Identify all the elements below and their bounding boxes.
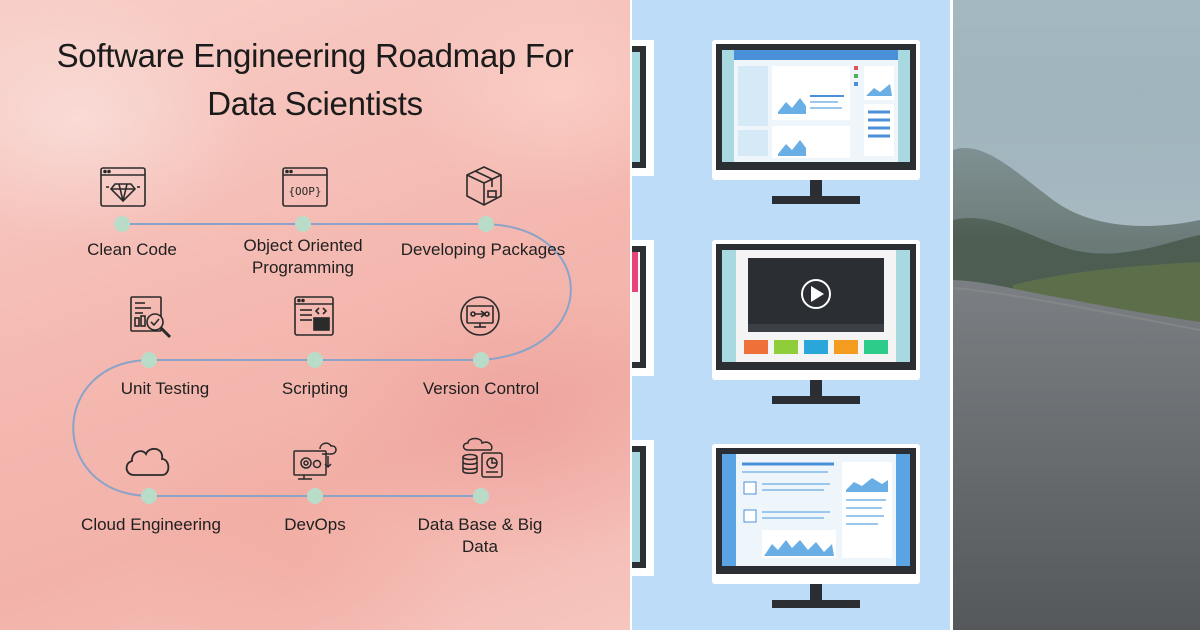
node-dot	[307, 488, 323, 504]
roadmap-panel: Software Engineering Roadmap For Data Sc…	[0, 0, 630, 630]
node-label-developing-packages: Developing Packages	[400, 240, 566, 259]
diamond-window-icon	[98, 165, 148, 211]
node-dot	[473, 488, 489, 504]
node-label-database-big-data: Data Base & Big Data	[417, 515, 543, 556]
node-dot	[295, 216, 311, 232]
path-curve-right	[480, 223, 572, 361]
database-tablet-icon	[458, 433, 508, 479]
roadmap-title-line-2: Data Scientists	[207, 85, 423, 122]
cropped-monitor	[632, 440, 654, 576]
package-box-icon	[459, 163, 509, 209]
monitor-video-player	[712, 240, 920, 404]
roadmap-path	[72, 216, 572, 504]
node-label-oop: Object Oriented Programming	[243, 236, 363, 277]
panel-divider	[950, 0, 953, 630]
script-window-icon	[290, 294, 340, 340]
roadmap-title-line-1: Software Engineering Roadmap For	[56, 37, 574, 74]
node-label-unit-testing: Unit Testing	[120, 379, 210, 398]
monitors-graphic	[632, 40, 920, 608]
node-dot	[114, 216, 130, 232]
play-icon	[811, 286, 824, 302]
node-label-clean-code: Clean Code	[87, 240, 177, 259]
version-control-monitor-icon	[455, 294, 505, 340]
monitors-illustration	[632, 0, 950, 630]
svg-text:{OOP}: {OOP}	[288, 185, 321, 198]
devops-gears-icon	[290, 437, 340, 483]
oop-window-icon: {OOP}	[280, 165, 330, 211]
monitor-dashboard	[712, 40, 920, 204]
node-dot	[478, 216, 494, 232]
node-label-cloud-engineering: Cloud Engineering	[81, 515, 221, 534]
node-label-scripting: Scripting	[281, 379, 349, 398]
road-scene	[953, 0, 1200, 630]
roadmap-title: Software Engineering Roadmap For Data Sc…	[0, 32, 630, 128]
road-photo	[953, 0, 1200, 630]
panel-divider	[630, 0, 632, 630]
node-dot	[473, 352, 489, 368]
cropped-monitor	[632, 40, 654, 176]
path-curve-left	[72, 359, 150, 497]
node-label-devops: DevOps	[284, 515, 346, 534]
node-dot	[307, 352, 323, 368]
monitor-article	[712, 444, 920, 608]
node-dot	[141, 352, 157, 368]
cropped-monitor	[632, 240, 654, 376]
cloud-icon	[122, 437, 172, 483]
test-magnifier-icon	[125, 294, 175, 340]
node-label-version-control: Version Control	[422, 379, 540, 398]
node-dot	[141, 488, 157, 504]
